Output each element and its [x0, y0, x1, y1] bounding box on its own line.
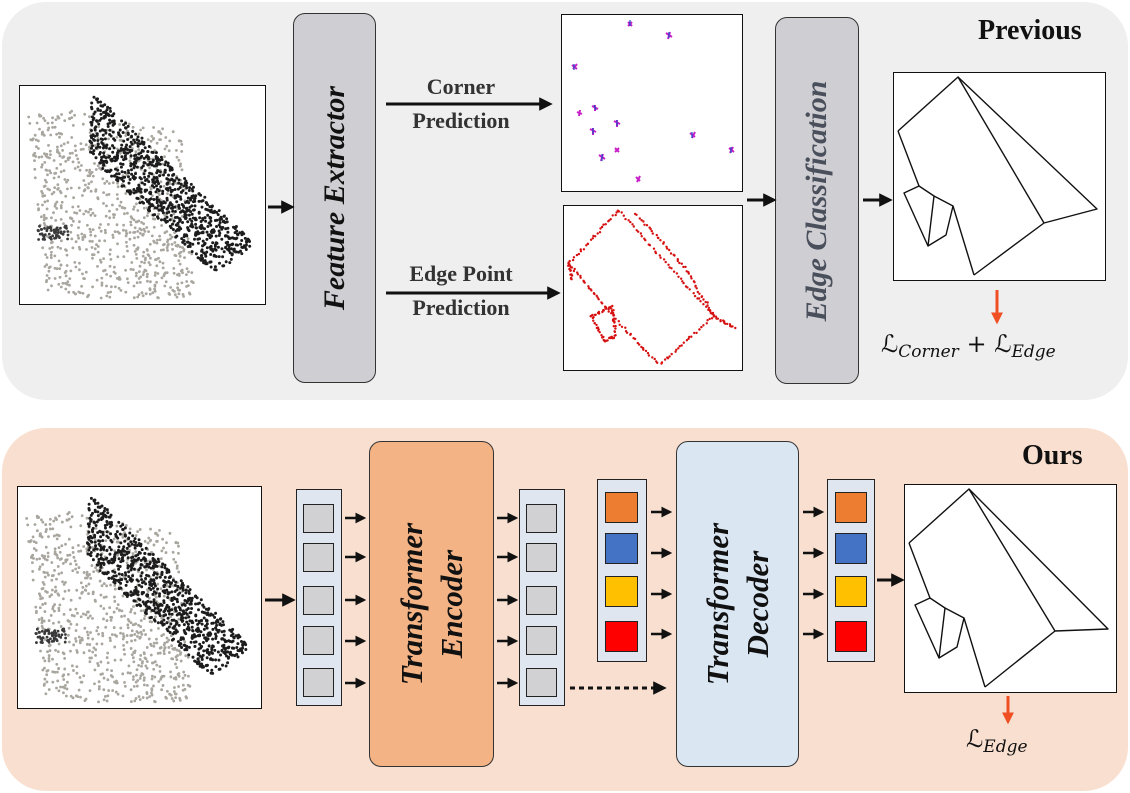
input-token: [303, 586, 334, 615]
edge-query-orange: [605, 492, 638, 523]
output-query-yellow: [835, 576, 867, 607]
input-token-column: [296, 489, 342, 706]
corner-label-line2: Prediction: [412, 108, 510, 133]
wireframe-drawing: [897, 76, 1098, 276]
point-cloud-input-ours: [17, 486, 262, 709]
output-query-column: [827, 479, 875, 662]
output-query-blue: [835, 533, 867, 564]
loss-symbol: ℒ: [881, 330, 899, 358]
point-cloud-image: [27, 95, 252, 300]
point-cloud-input-previous: [19, 85, 266, 305]
output-query-red: [835, 621, 867, 652]
input-token: [303, 668, 334, 697]
decoder-line1: Transformer: [699, 522, 735, 686]
encoded-token: [526, 543, 557, 572]
output-query-orange: [835, 492, 867, 523]
encoded-token: [526, 668, 557, 697]
edge-query-yellow: [605, 576, 638, 607]
transformer-encoder-block: Transformer Encoder: [369, 441, 494, 767]
feature-extractor-block: Feature Extractor: [293, 13, 376, 383]
edge-classification-block: Edge Classification: [775, 17, 859, 384]
transformer-decoder-block: Transformer Decoder: [676, 441, 799, 767]
edge-query-column: [597, 479, 647, 662]
transformer-decoder-label: Transformer Decoder: [698, 523, 778, 685]
edge-label-line1: Edge Point: [409, 261, 513, 286]
corner-label-line1: Corner: [426, 74, 496, 99]
ours-title: Ours: [1022, 440, 1083, 471]
wireframe-output-ours: [904, 484, 1117, 693]
edge-label-line2: Prediction: [412, 295, 510, 320]
edge-points: [567, 209, 737, 365]
point-cloud-image: [25, 496, 248, 704]
input-token: [303, 504, 334, 533]
ours-loss: ℒEdge: [966, 725, 1028, 757]
corner-markers: [571, 20, 735, 183]
encoder-line2: Encoder: [433, 549, 469, 659]
transformer-encoder-label: Transformer Encoder: [392, 523, 472, 685]
feature-extractor-label: Feature Extractor: [317, 85, 351, 311]
encoded-token: [526, 586, 557, 615]
encoded-token-column: [519, 489, 565, 706]
corner-prediction-label: Corner Prediction: [386, 70, 536, 138]
loss-plus: +: [966, 330, 987, 358]
previous-loss: ℒCorner + ℒEdge: [881, 330, 1056, 362]
loss-symbol: ℒ: [966, 725, 984, 753]
input-token: [303, 626, 334, 655]
encoder-line1: Transformer: [393, 522, 429, 686]
edge-classification-label: Edge Classification: [800, 80, 833, 321]
corner-prediction-image: [561, 14, 743, 192]
loss-corner-subscript: Corner: [898, 342, 959, 362]
wireframe-drawing: [908, 488, 1109, 688]
wireframe-output-previous: [893, 72, 1106, 281]
loss-symbol-2: ℒ: [994, 330, 1012, 358]
loss-edge-subscript: Edge: [1011, 342, 1056, 362]
edge-point-prediction-image: [563, 205, 743, 371]
encoded-token: [526, 626, 557, 655]
decoder-line2: Decoder: [739, 550, 775, 658]
encoded-token: [526, 504, 557, 533]
edge-query-blue: [605, 533, 638, 564]
edge-point-prediction-label: Edge Point Prediction: [386, 257, 536, 325]
input-token: [303, 543, 334, 572]
edge-query-red: [605, 621, 638, 652]
previous-title: Previous: [978, 15, 1082, 46]
loss-edge-subscript: Edge: [983, 737, 1028, 757]
